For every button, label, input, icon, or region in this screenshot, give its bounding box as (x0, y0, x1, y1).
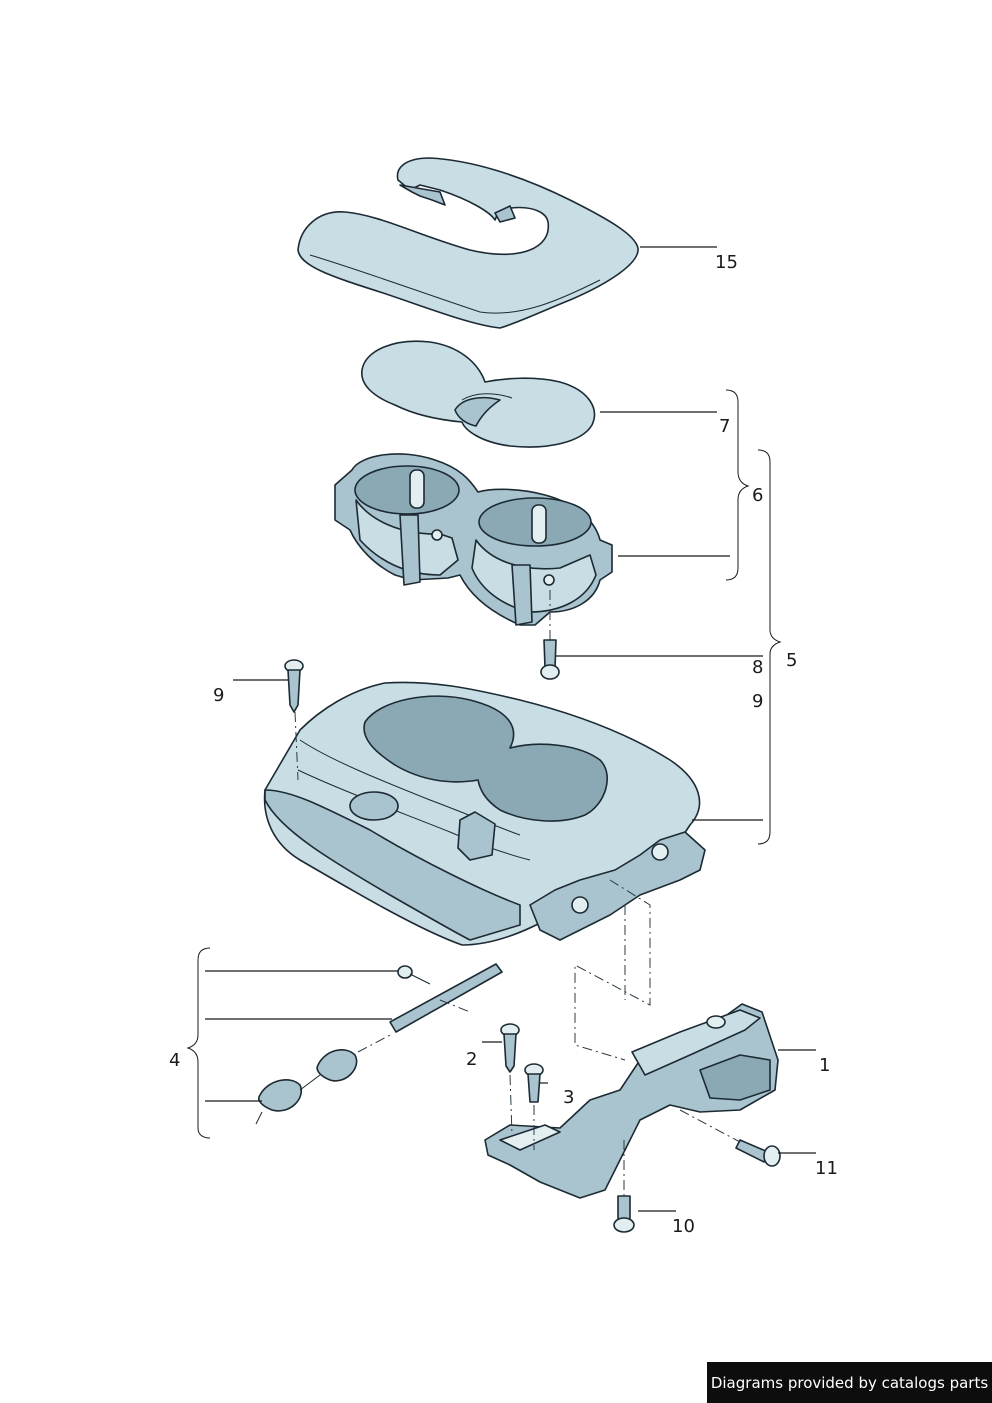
screw-part-11 (679, 1109, 781, 1167)
trim-cover-part-15 (297, 157, 639, 329)
callout-5: 5 (786, 650, 797, 671)
spring-kit-part-4 (255, 963, 503, 1125)
callout-10: 10 (672, 1216, 695, 1237)
cup-holder-frame-part-6 (334, 453, 613, 626)
spring-coil (255, 1049, 358, 1125)
group-brackets (186, 389, 782, 1139)
callout-15: 15 (715, 252, 738, 273)
callout-9-right: 9 (752, 691, 763, 712)
screw-part-2 (500, 1023, 520, 1136)
callout-1: 1 (819, 1055, 830, 1076)
footer-credit-badge: Diagrams provided by catalogs parts (707, 1362, 992, 1403)
callout-11: 11 (815, 1158, 838, 1179)
footer-credit-text: Diagrams provided by catalogs parts (710, 1373, 989, 1392)
leader-lines (205, 246, 816, 1212)
callout-2: 2 (466, 1049, 477, 1070)
screw-part-10 (613, 1140, 635, 1233)
screw-part-8 (540, 590, 560, 680)
screw-part-9-left (284, 659, 304, 781)
hinge-block (529, 831, 706, 941)
callout-4: 4 (169, 1050, 180, 1071)
callout-9-left: 9 (213, 685, 224, 706)
mat-insert-part-7 (361, 340, 596, 448)
screw-part-3 (524, 1063, 544, 1150)
callout-7: 7 (719, 416, 730, 437)
console-housing-part-5 (263, 681, 701, 946)
bracket-part-1 (484, 1003, 779, 1199)
callout-6: 6 (752, 485, 763, 506)
callout-3: 3 (563, 1087, 574, 1108)
callout-8: 8 (752, 657, 763, 678)
